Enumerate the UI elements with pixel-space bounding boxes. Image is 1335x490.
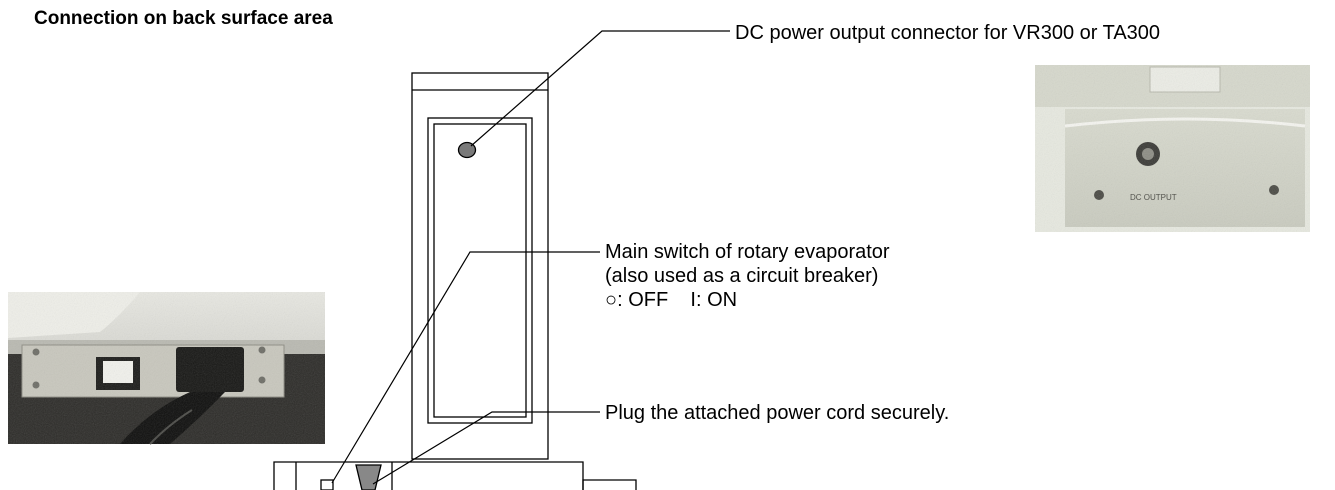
rear-panel-outer bbox=[427, 117, 533, 424]
rear-panel-inner bbox=[433, 123, 527, 418]
main-switch-callout-label: Main switch of rotary evaporator (also u… bbox=[605, 240, 890, 312]
tower-outline bbox=[411, 72, 549, 460]
rocker-switch bbox=[103, 361, 133, 383]
diagram-title: Connection on back surface area bbox=[34, 8, 333, 29]
main-switch-symbol bbox=[320, 479, 334, 490]
main-switch-leader bbox=[331, 251, 600, 484]
device-base bbox=[273, 461, 637, 490]
power-cord-callout-label: Plug the attached power cord securely. bbox=[605, 402, 950, 424]
power-inlet bbox=[176, 347, 244, 392]
dc-output-callout-label: DC power output connector for VR300 or T… bbox=[735, 22, 1161, 44]
main-switch-callout-line-1: Main switch of rotary evaporator bbox=[605, 241, 890, 263]
dc-output-panel-marking: DC OUTPUT bbox=[1130, 193, 1177, 202]
device-tower bbox=[411, 72, 549, 460]
power-cord bbox=[120, 392, 225, 444]
base-outline bbox=[273, 461, 584, 490]
power-inlet-symbol bbox=[355, 464, 382, 490]
dc-output-leader bbox=[470, 30, 730, 147]
leader-lines bbox=[331, 30, 730, 485]
main-switch-callout-line-3: ○: OFF I: ON bbox=[605, 289, 738, 311]
power-cord-leader bbox=[372, 411, 600, 485]
switch-inlet-photo bbox=[8, 292, 325, 445]
dc-output-photo: DC OUTPUT bbox=[1035, 65, 1310, 232]
main-switch-callout-line-2: (also used as a circuit breaker) bbox=[605, 265, 879, 287]
